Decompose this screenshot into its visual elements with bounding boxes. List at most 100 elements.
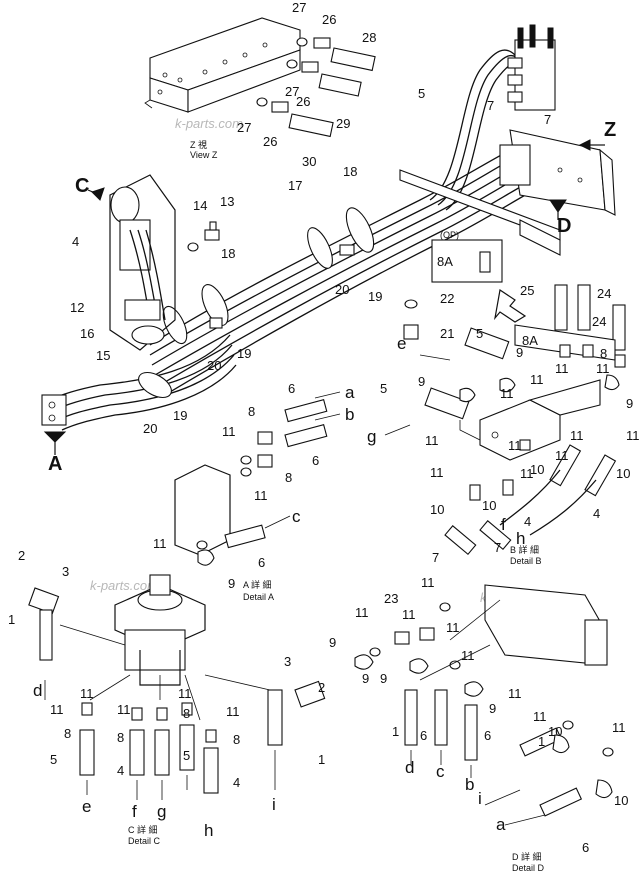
callout-10-b1: 10 [530, 462, 544, 477]
watermark-3: k-parts.com [90, 578, 158, 593]
detail-b-label-en: Detail B [510, 556, 542, 566]
callout-19-b: 19 [237, 346, 251, 361]
callout-11-b2: 11 [596, 361, 610, 376]
callout-20-b: 20 [207, 358, 221, 373]
callout-21: 21 [440, 326, 454, 341]
callout-11-c3: 11 [117, 702, 131, 717]
callout-20-c: 20 [143, 421, 157, 436]
letter-b-detail-d: b [465, 775, 474, 794]
top-right-valve [507, 24, 556, 111]
callout-6-d3: 6 [582, 840, 589, 855]
callout-13: 13 [220, 194, 234, 209]
right-fittings-24-25 [514, 284, 626, 368]
callout-11-d1: 11 [421, 575, 435, 590]
letter-c-detail-d: c [436, 762, 445, 781]
detail-b-block [424, 327, 620, 556]
callout-11-b8: 11 [626, 428, 640, 443]
view-z-label-en: View Z [190, 150, 218, 160]
callout-10-b2: 10 [616, 466, 630, 481]
letter-e-main: e [397, 334, 406, 353]
callout-29: 29 [336, 116, 350, 131]
callout-27-low: 27 [237, 120, 251, 135]
callout-10-b3: 10 [430, 502, 444, 517]
view-a-arrow [43, 431, 67, 443]
callout-4-c1: 4 [117, 763, 124, 778]
callout-11-c1: 11 [80, 686, 94, 701]
bolt-21 [403, 324, 419, 340]
letter-d-detail-c: d [33, 681, 42, 700]
callout-7-b: 7 [544, 112, 551, 127]
callout-30: 30 [302, 154, 316, 169]
callout-6-a3: 6 [258, 555, 265, 570]
letter-a-detail-d: a [496, 815, 506, 834]
view-marker-d: D [557, 215, 571, 237]
callout-6-d1: 6 [420, 728, 427, 743]
callout-7-b1: 7 [494, 540, 501, 555]
detail-c-label-jp: C 詳 細 [128, 824, 158, 835]
view-marker-c: C [75, 175, 89, 197]
callout-8-c4: 8 [233, 732, 240, 747]
callout-9-d3: 9 [380, 671, 387, 686]
view-marker-a: A [48, 453, 62, 475]
detail-a-label-en: Detail A [243, 592, 274, 602]
letter-e-detail-c: e [82, 797, 91, 816]
callout-3-c1: 3 [62, 564, 69, 579]
callout-5-b: 5 [380, 381, 387, 396]
callout-24-b: 24 [592, 314, 606, 329]
washer-22 [404, 299, 418, 309]
callout-11-d8: 11 [612, 720, 626, 735]
fitting-a [41, 394, 67, 426]
letter-d-detail-d: d [405, 758, 414, 777]
callout-27-top: 27 [292, 0, 306, 15]
watermark-1: k-parts.com [175, 116, 243, 131]
callout-11-a1: 11 [222, 424, 236, 439]
callout-11-b10: 11 [520, 466, 534, 481]
callout-11-b9: 11 [430, 465, 444, 480]
callout-11-b1: 11 [555, 361, 569, 376]
callout-10-d2: 10 [614, 793, 628, 808]
callout-9-b3: 9 [626, 396, 633, 411]
callout-7-b2: 7 [432, 550, 439, 565]
callout-1-d1: 1 [392, 724, 399, 739]
callout-9-d4: 9 [489, 701, 496, 716]
callout-6-a1: 6 [288, 381, 295, 396]
detail-d [354, 584, 614, 817]
callout-11-b3: 11 [530, 372, 544, 387]
detail-c-label-en: Detail C [128, 836, 161, 846]
callout-11-b7: 11 [570, 428, 584, 443]
callout-28: 28 [362, 30, 376, 45]
letter-i-detail-d: i [478, 789, 482, 808]
callout-17: 17 [288, 178, 302, 193]
detail-c [28, 574, 326, 794]
callout-6-d2: 6 [484, 728, 491, 743]
callout-8-a2: 8 [285, 470, 292, 485]
callout-9-b1: 9 [516, 345, 523, 360]
callout-10-d1: 10 [548, 724, 562, 739]
option-box [431, 239, 527, 323]
callout-11-a3: 11 [153, 536, 167, 551]
main-hose-bundle [49, 49, 546, 431]
callout-11-d4: 11 [446, 620, 460, 635]
callout-1-d2: 1 [538, 734, 545, 749]
view-z-fittings [256, 37, 376, 138]
callout-26-low: 26 [263, 134, 277, 149]
callout-11-b4: 11 [500, 386, 514, 401]
detail-b-label-jp: B 詳 細 [510, 544, 539, 555]
view-z-block [144, 17, 301, 113]
view-d-arrow [549, 199, 567, 213]
letter-h-detail-c: h [204, 821, 213, 840]
callout-26-mid: 26 [296, 94, 310, 109]
callout-8-c2: 8 [117, 730, 124, 745]
callout-26-top: 26 [322, 12, 336, 27]
detail-a [174, 398, 328, 566]
cylinder-c [109, 174, 176, 351]
callout-4-c2: 4 [233, 775, 240, 790]
callout-22: 22 [440, 291, 454, 306]
callout-4-main: 4 [72, 234, 79, 249]
direction-arrows [43, 139, 605, 826]
view-marker-z: Z [604, 119, 616, 141]
callout-11-b5: 11 [425, 433, 439, 448]
callout-15: 15 [96, 348, 110, 363]
